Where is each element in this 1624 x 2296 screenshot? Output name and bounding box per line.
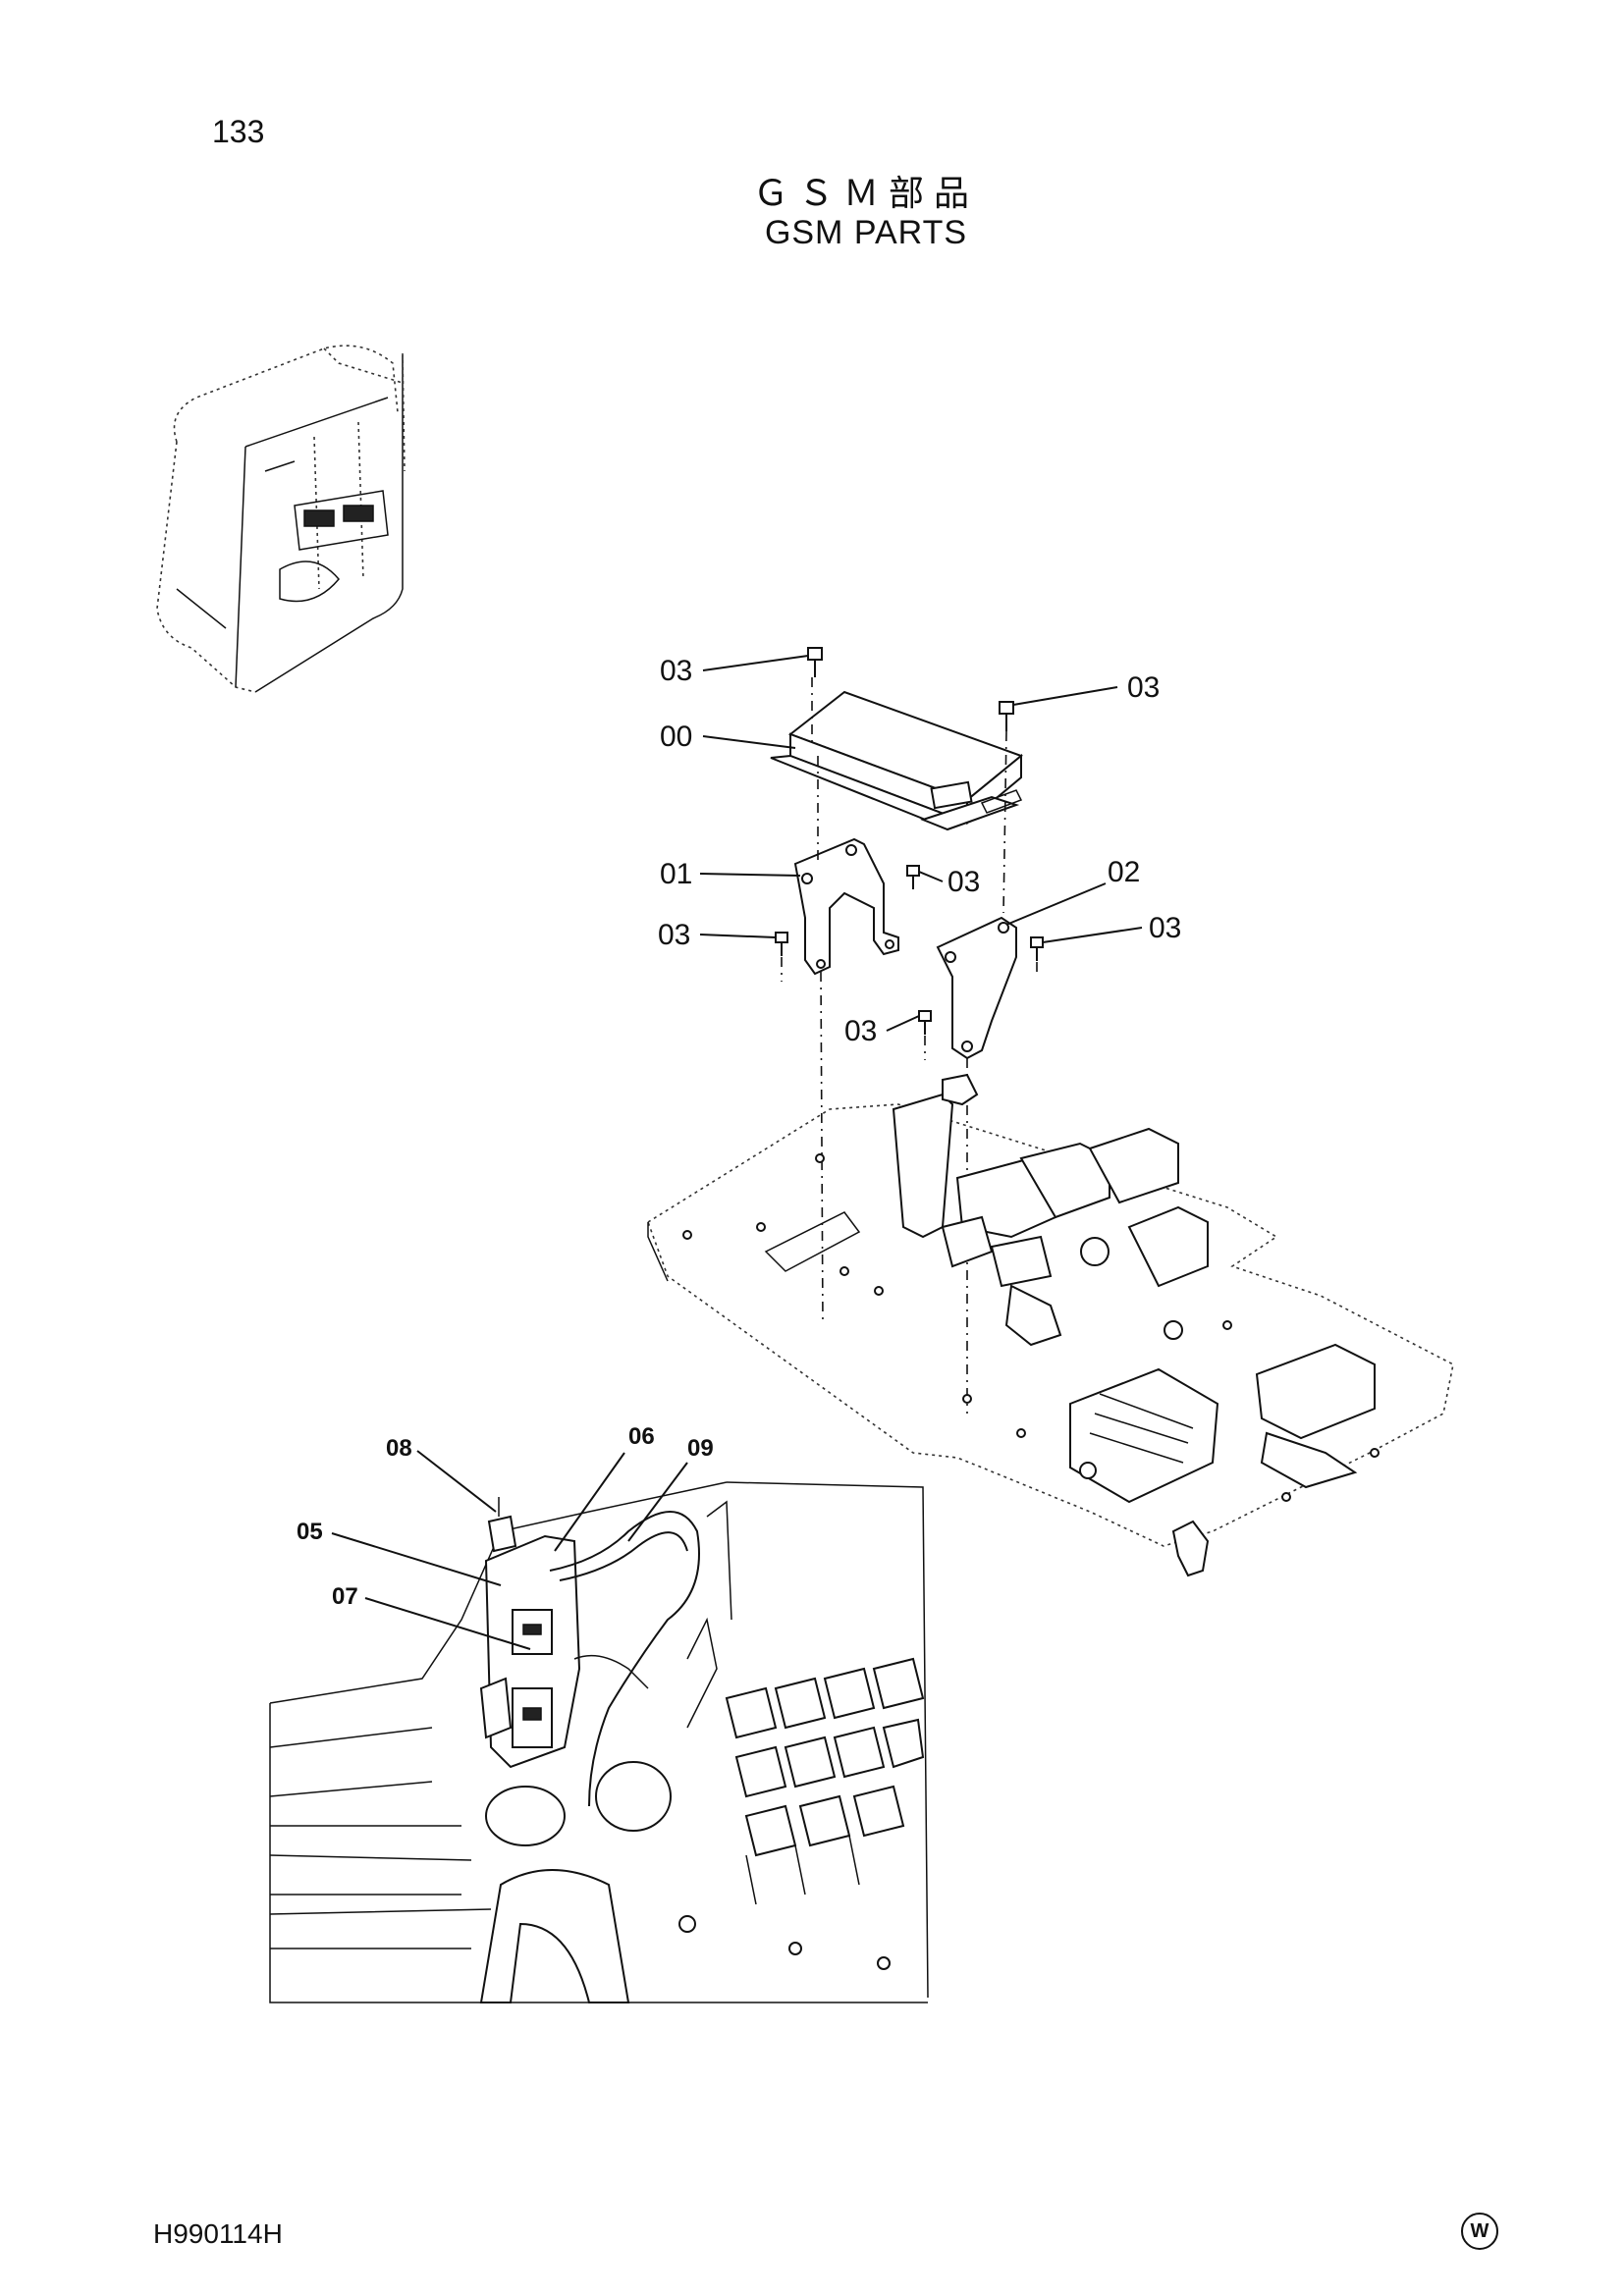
callout-08: 08 bbox=[386, 1435, 412, 1462]
installation-view-icon bbox=[269, 1481, 929, 2003]
document-code: H990114H bbox=[153, 2218, 283, 2249]
callout-03: 03 bbox=[658, 919, 690, 951]
gsm-unit-icon bbox=[770, 690, 1023, 831]
bolt-icon bbox=[775, 647, 1044, 1035]
callout-03: 03 bbox=[660, 655, 692, 687]
callout-03: 03 bbox=[844, 1015, 877, 1047]
callout-07: 07 bbox=[332, 1583, 358, 1610]
callout-03: 03 bbox=[1127, 671, 1160, 704]
callout-03: 03 bbox=[1149, 912, 1181, 944]
mounting-plate-icon bbox=[647, 1073, 1454, 1577]
cab-location-icon bbox=[156, 345, 406, 693]
callout-06: 06 bbox=[628, 1423, 655, 1450]
callout-01: 01 bbox=[660, 858, 692, 890]
page-title-english: GSM PARTS bbox=[764, 214, 968, 251]
bracket-icon bbox=[793, 837, 899, 976]
callout-00: 00 bbox=[660, 721, 692, 753]
callout-02: 02 bbox=[1108, 856, 1140, 888]
bracket-icon bbox=[936, 916, 1017, 1060]
footer-mark: W bbox=[1461, 2213, 1498, 2250]
page-title-japanese: ＧＳＭ部品 bbox=[752, 173, 979, 213]
callout-05: 05 bbox=[297, 1519, 323, 1545]
page-number: 133 bbox=[212, 114, 265, 149]
callout-09: 09 bbox=[687, 1435, 714, 1462]
callout-03: 03 bbox=[947, 866, 980, 898]
